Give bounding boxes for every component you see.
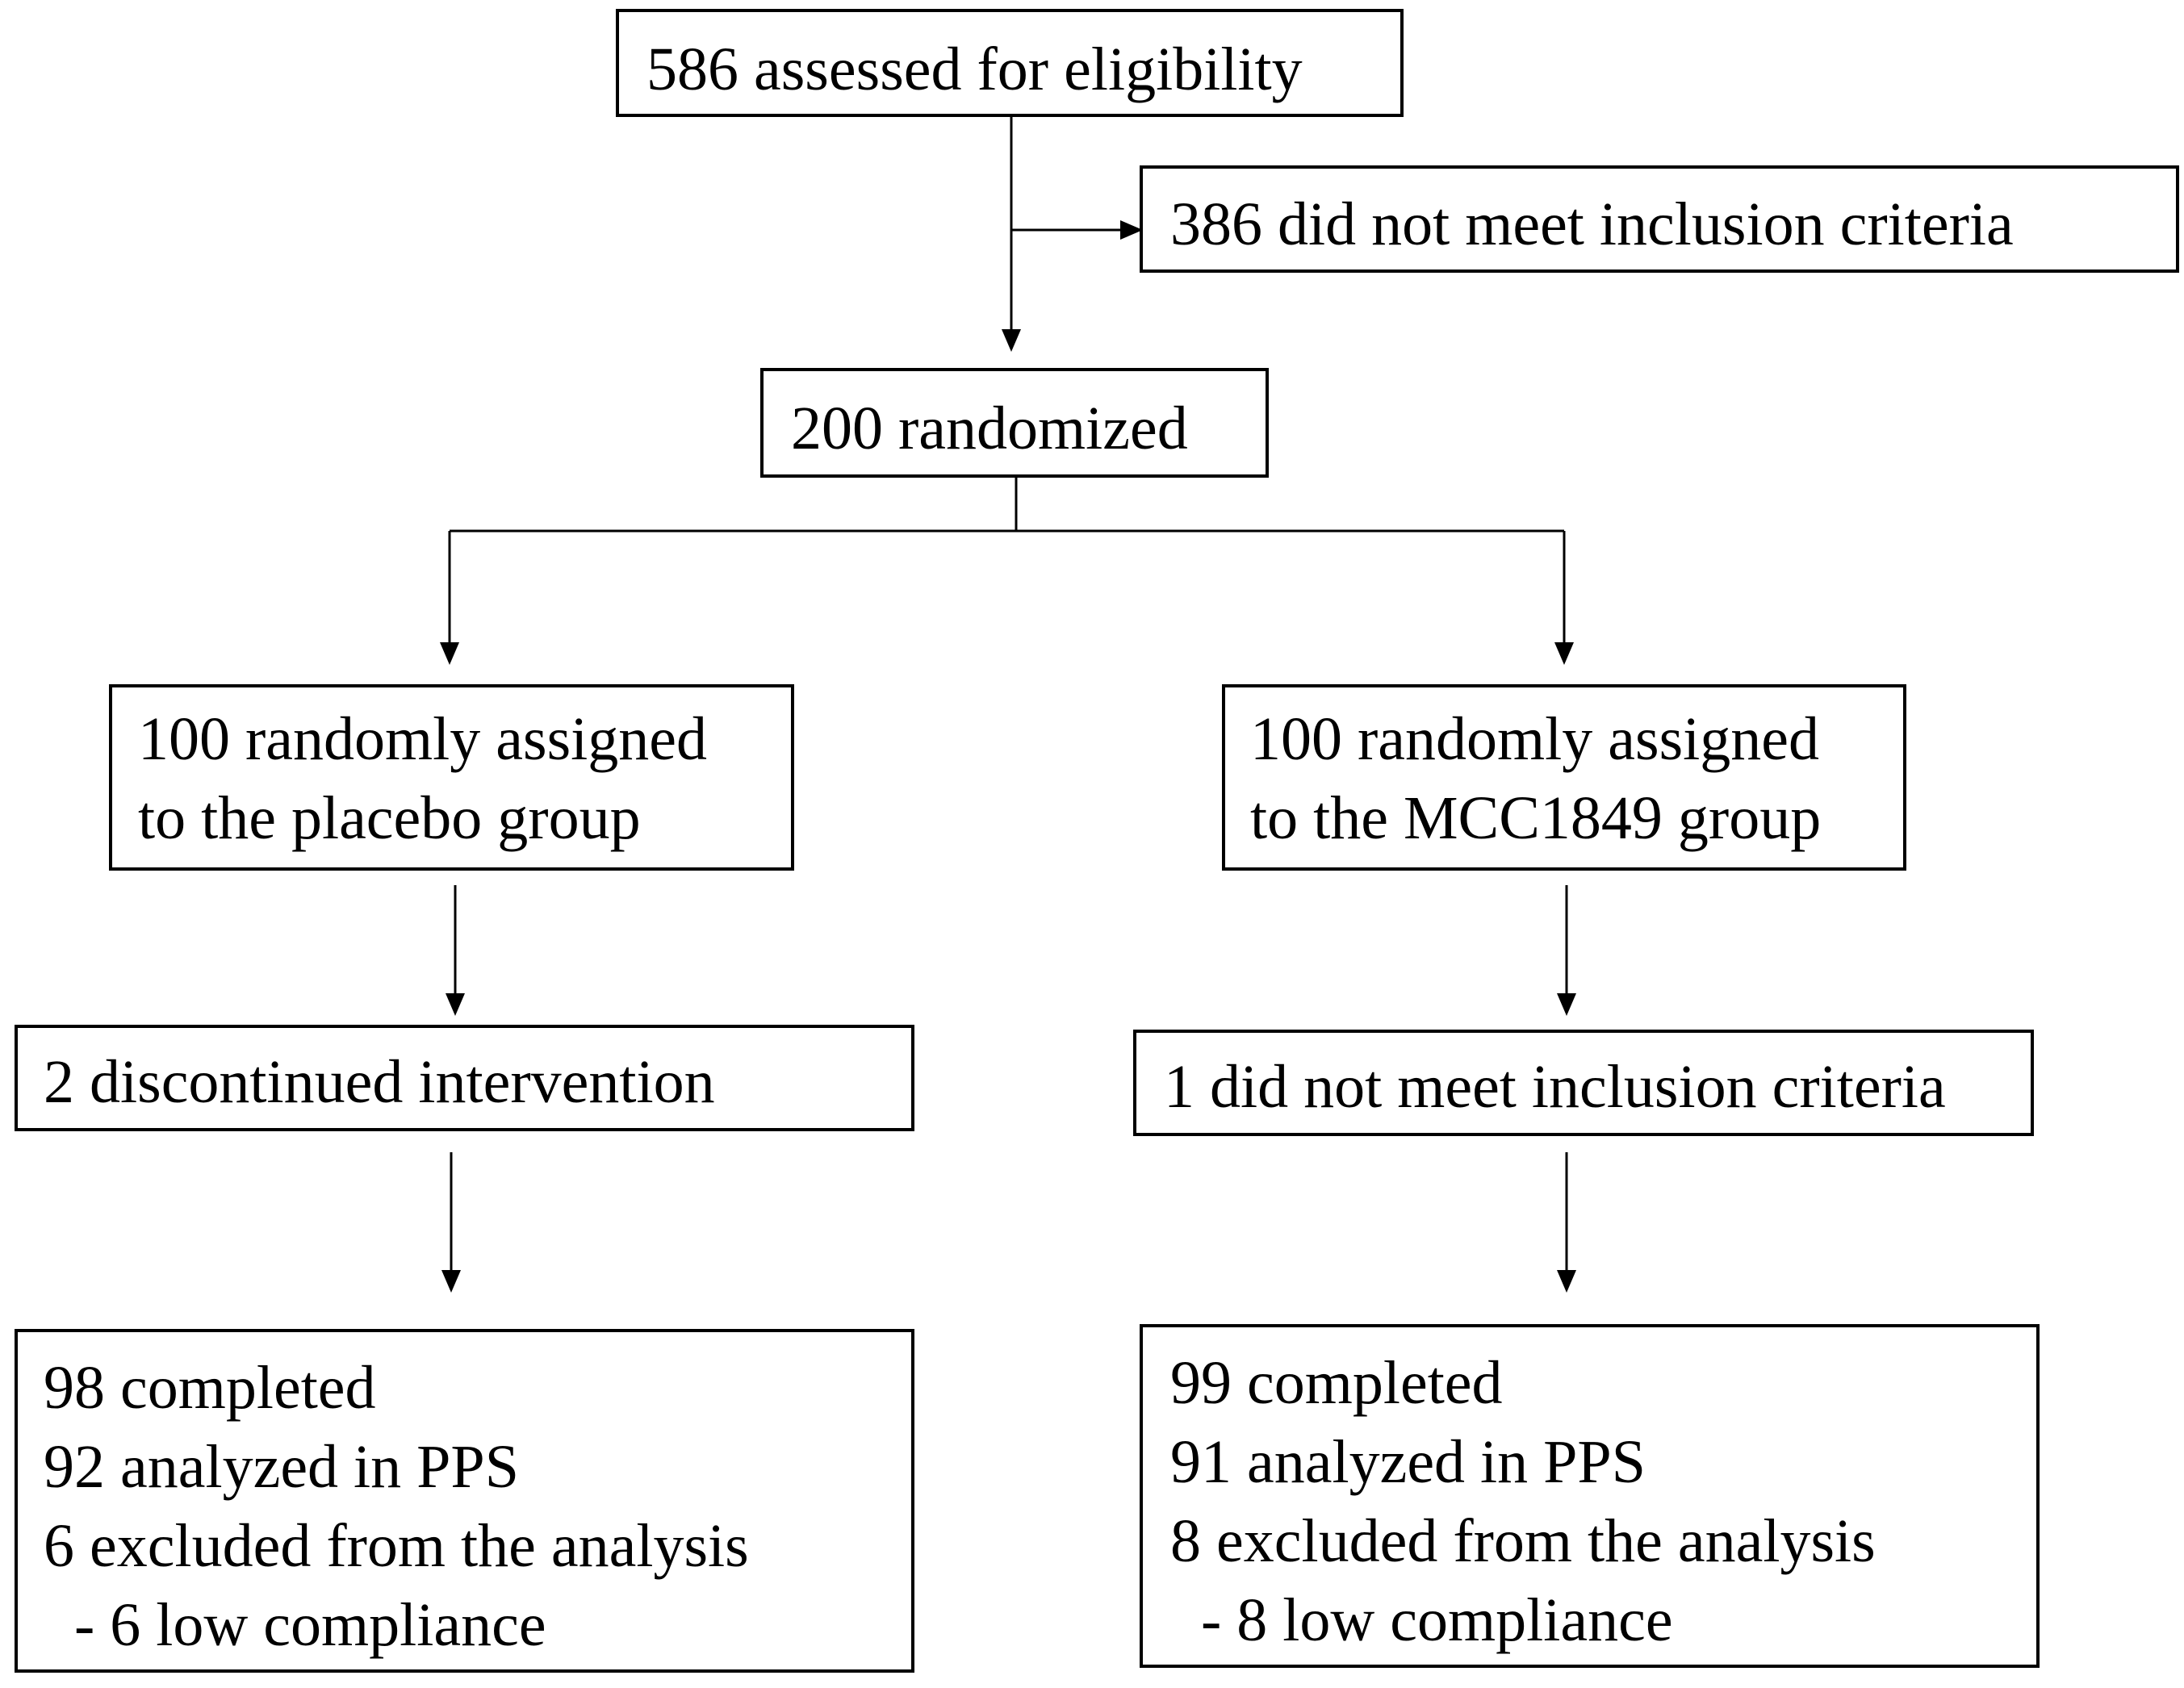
- mcc1849-analysis-line-4: - 8 low compliance: [1170, 1586, 1673, 1654]
- placebo-analysis-line-3: 6 excluded from the analysis: [44, 1512, 749, 1580]
- arrowhead-to-exclusion: [1120, 220, 1143, 240]
- randomized-label: 200 randomized: [791, 395, 1188, 462]
- arrowhead-to-mcc1849-allocation: [1554, 642, 1574, 665]
- arrowhead-to-placebo-followup: [446, 993, 465, 1016]
- mcc1849-analysis-line-1: 99 completed: [1170, 1349, 1503, 1417]
- mcc1849-analysis-box: 99 completed 91 analyzed in PPS 8 exclud…: [1140, 1324, 2040, 1668]
- placebo-allocation-box: 100 randomly assigned to the placebo gro…: [109, 684, 794, 871]
- mcc1849-allocation-line-2: to the MCC1849 group: [1250, 784, 1822, 852]
- placebo-allocation-line-1: 100 randomly assigned: [138, 705, 708, 773]
- mcc1849-followup-label: 1 did not meet inclusion criteria: [1164, 1053, 1946, 1121]
- exclusion-box: 386 did not meet inclusion criteria: [1140, 165, 2179, 273]
- mcc1849-followup-box: 1 did not meet inclusion criteria: [1133, 1030, 2034, 1136]
- mcc1849-allocation-box: 100 randomly assigned to the MCC1849 gro…: [1222, 684, 1906, 871]
- mcc1849-analysis-line-3: 8 excluded from the analysis: [1170, 1507, 1876, 1575]
- placebo-allocation-line-2: to the placebo group: [138, 784, 641, 852]
- mcc1849-analysis-line-2: 91 analyzed in PPS: [1170, 1428, 1646, 1496]
- assessed-box: 586 assessed for eligibility: [616, 9, 1404, 117]
- arrowhead-to-mcc1849-analysis: [1557, 1270, 1576, 1293]
- randomized-box: 200 randomized: [760, 368, 1269, 478]
- placebo-analysis-line-4: - 6 low compliance: [44, 1591, 546, 1659]
- placebo-analysis-box: 98 completed 92 analyzed in PPS 6 exclud…: [15, 1329, 914, 1673]
- mcc1849-allocation-line-1: 100 randomly assigned: [1250, 705, 1820, 773]
- placebo-analysis-line-2: 92 analyzed in PPS: [44, 1433, 519, 1501]
- exclusion-label: 386 did not meet inclusion criteria: [1170, 190, 2014, 258]
- arrowhead-to-placebo-analysis: [441, 1270, 461, 1293]
- placebo-analysis-line-1: 98 completed: [44, 1354, 376, 1422]
- arrowhead-to-placebo-allocation: [440, 642, 459, 665]
- assessed-label: 586 assessed for eligibility: [646, 36, 1303, 103]
- arrowhead-to-mcc1849-followup: [1557, 993, 1576, 1016]
- placebo-followup-box: 2 discontinued intervention: [15, 1025, 914, 1131]
- arrowhead-to-randomized: [1002, 329, 1021, 352]
- placebo-followup-label: 2 discontinued intervention: [44, 1048, 715, 1116]
